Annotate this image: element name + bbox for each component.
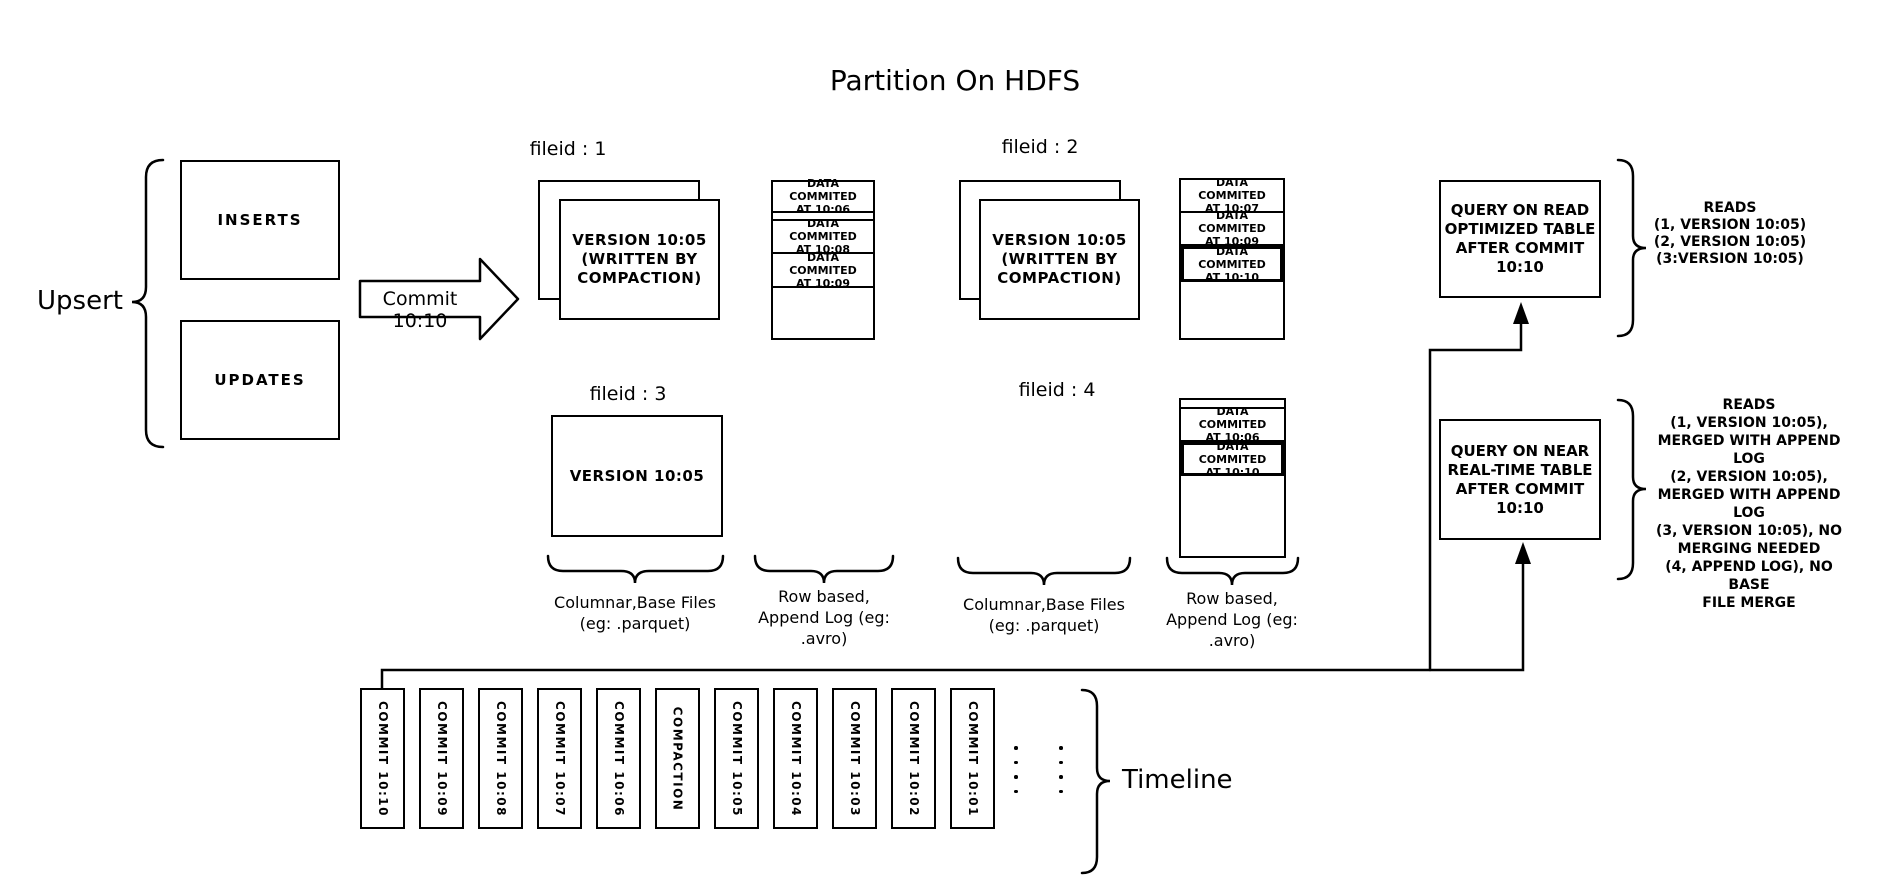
- fileid-2-label: fileid : 2: [1001, 136, 1079, 158]
- updates-box: UPDATES: [180, 320, 340, 440]
- query-near-realtime-text: QUERY ON NEAR REAL-TIME TABLE AFTER COMM…: [1447, 441, 1593, 517]
- timeline-box-label: COMMIT 10:02: [906, 700, 921, 817]
- log-cell-latest: DATA COMMITED AT 10:10: [1181, 440, 1284, 479]
- columnar-brace-2: [956, 556, 1132, 586]
- log-empty-space: [773, 288, 873, 338]
- timeline-box: COMMIT 10:05: [714, 688, 759, 829]
- fileid-2-log-box: DATA COMMITED AT 10:07 DATA COMMITED AT …: [1179, 176, 1285, 340]
- page-title: Partition On HDFS: [829, 64, 1081, 97]
- timeline-box-label: COMPACTION: [670, 706, 685, 811]
- timeline-label: Timeline: [1122, 765, 1233, 795]
- timeline-box-label: COMMIT 10:03: [847, 700, 862, 817]
- inserts-label: INSERTS: [217, 211, 303, 229]
- timeline-connector-line: [380, 562, 1525, 691]
- rowbased-label-1: Row based, Append Log (eg: .avro): [758, 587, 890, 648]
- timeline-box-label: COMMIT 10:05: [729, 700, 744, 817]
- timeline-brace: [1080, 688, 1111, 875]
- fileid-2-base-front: VERSION 10:05 (WRITTEN BY COMPACTION): [979, 199, 1140, 320]
- upsert-label: Upsert: [37, 286, 123, 316]
- timeline-box: COMPACTION: [655, 688, 700, 829]
- query-near-realtime-box: QUERY ON NEAR REAL-TIME TABLE AFTER COMM…: [1439, 419, 1601, 540]
- fileid-1-base-front: VERSION 10:05 (WRITTEN BY COMPACTION): [559, 199, 720, 320]
- read-optimized-arrowhead: [1513, 302, 1529, 324]
- log-cell: DATA COMMITED AT 10:07: [1181, 176, 1283, 215]
- timeline-box-label: COMMIT 10:08: [493, 700, 508, 817]
- read-optimized-brace: [1616, 158, 1647, 338]
- upsert-brace: [131, 158, 165, 449]
- fileid-1-base-text: VERSION 10:05 (WRITTEN BY COMPACTION): [572, 231, 707, 287]
- timeline-box: COMMIT 10:06: [596, 688, 641, 829]
- columnar-label-2: Columnar,Base Files (eg: .parquet): [963, 595, 1125, 635]
- log-cell: DATA COMMITED AT 10:06: [1181, 405, 1284, 444]
- inserts-box: INSERTS: [180, 160, 340, 280]
- timeline-box: COMMIT 10:04: [773, 688, 818, 829]
- rowbased-label-2: Row based, Append Log (eg: .avro): [1166, 589, 1298, 650]
- timeline-ellipsis-dots: [1059, 746, 1063, 793]
- read-optimized-connector-line: [1428, 322, 1523, 672]
- log-cell-latest: DATA COMMITED AT 10:10: [1181, 245, 1283, 284]
- timeline-box: COMMIT 10:09: [419, 688, 464, 829]
- log-cell: DATA COMMITED AT 10:06: [773, 177, 873, 216]
- fileid-4-log-box: DATA COMMITED AT 10:06 DATA COMMITED AT …: [1179, 398, 1286, 558]
- query-read-optimized-reads: READS (1, VERSION 10:05) (2, VERSION 10:…: [1653, 200, 1807, 267]
- fileid-2-base-text: VERSION 10:05 (WRITTEN BY COMPACTION): [992, 231, 1127, 287]
- timeline-box-label: COMMIT 10:01: [965, 700, 980, 817]
- fileid-3-base-box: VERSION 10:05: [551, 415, 723, 537]
- columnar-label-1: Columnar,Base Files (eg: .parquet): [554, 593, 716, 633]
- fileid-3-label: fileid : 3: [589, 383, 667, 405]
- query-read-optimized-text: QUERY ON READ OPTIMIZED TABLE AFTER COMM…: [1444, 201, 1596, 276]
- timeline-box: COMMIT 10:07: [537, 688, 582, 829]
- columnar-brace-1: [546, 554, 725, 584]
- near-realtime-brace: [1616, 398, 1647, 581]
- commit-arrow: [358, 257, 520, 341]
- log-strip: [773, 213, 873, 221]
- timeline-ellipsis-dots: [1014, 746, 1018, 793]
- timeline-box-label: COMMIT 10:09: [434, 700, 449, 817]
- log-strip: [1181, 400, 1284, 409]
- query-read-optimized-box: QUERY ON READ OPTIMIZED TABLE AFTER COMM…: [1439, 180, 1601, 298]
- log-cell: DATA COMMITED AT 10:08: [773, 217, 873, 256]
- timeline-box: COMMIT 10:01: [950, 688, 995, 829]
- timeline-box: COMMIT 10:03: [832, 688, 877, 829]
- timeline-box: COMMIT 10:10: [360, 688, 405, 829]
- fileid-1-log-box: DATA COMMITED AT 10:06 DATA COMMITED AT …: [771, 177, 875, 340]
- timeline-box: COMMIT 10:08: [478, 688, 523, 829]
- commit-arrow-label: Commit 10:10: [382, 288, 458, 332]
- timeline-box-label: COMMIT 10:07: [552, 700, 567, 817]
- near-realtime-arrowhead: [1515, 542, 1531, 564]
- timeline-box-label: COMMIT 10:04: [788, 700, 803, 817]
- query-near-realtime-reads: READS (1, VERSION 10:05), MERGED WITH AP…: [1655, 397, 1843, 611]
- log-empty-space: [1181, 476, 1284, 556]
- fileid-1-label: fileid : 1: [529, 138, 607, 160]
- log-cell: DATA COMMITED AT 10:09: [1181, 209, 1283, 248]
- rowbased-brace-2: [1165, 556, 1300, 586]
- fileid-4-label: fileid : 4: [1018, 379, 1096, 401]
- timeline-box-label: COMMIT 10:10: [375, 700, 390, 817]
- fileid-3-base-text: VERSION 10:05: [569, 466, 705, 485]
- log-cell: DATA COMMITED AT 10:09: [773, 251, 873, 290]
- timeline-box-label: COMMIT 10:06: [611, 700, 626, 817]
- rowbased-brace-1: [753, 554, 895, 584]
- timeline-box: COMMIT 10:02: [891, 688, 936, 829]
- log-empty-space: [1181, 282, 1283, 338]
- updates-label: UPDATES: [214, 371, 306, 389]
